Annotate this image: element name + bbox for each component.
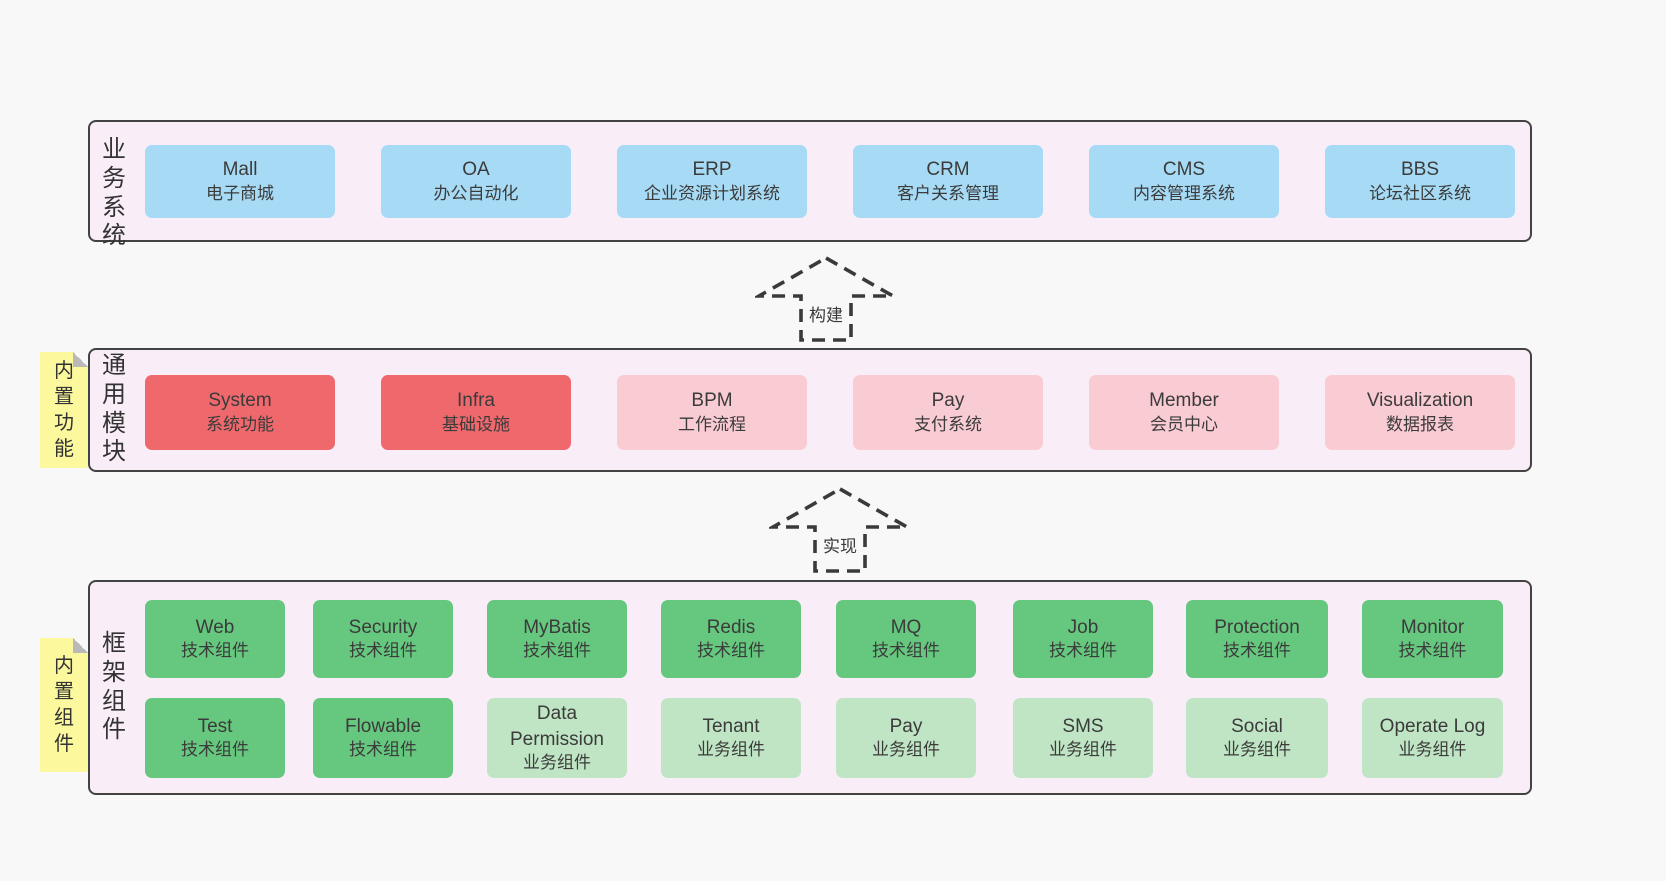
box-title: Social [1231,715,1283,737]
box-subtitle: 电子商城 [206,183,274,203]
folded-corner-icon [73,352,88,367]
box-subtitle: 业务组件 [872,740,940,760]
box-pay-component: Pay 业务组件 [836,698,976,778]
box-title: Pay [889,715,923,737]
box-mybatis: MyBatis 技术组件 [487,600,627,678]
box-subtitle: 论坛社区系统 [1369,183,1471,203]
box-oa: OA 办公自动化 [381,145,571,218]
box-subtitle: 业务组件 [1049,740,1117,760]
box-subtitle: 办公自动化 [433,183,519,203]
box-bpm: BPM 工作流程 [617,375,807,450]
arrow-build: 构建 [755,254,897,344]
box-redis: Redis 技术组件 [661,600,801,678]
box-title: Monitor [1400,616,1465,638]
box-subtitle: 系统功能 [206,414,274,434]
box-title: CRM [926,159,970,181]
box-title: Protection [1214,616,1300,638]
box-subtitle: 工作流程 [678,414,746,434]
box-title: SMS [1062,715,1104,737]
folded-corner-icon [73,638,88,653]
box-job: Job 技术组件 [1013,600,1153,678]
box-title: MQ [890,616,922,638]
box-title: Web [195,616,235,638]
box-subtitle: 内容管理系统 [1133,183,1235,203]
box-subtitle: 技术组件 [872,641,940,661]
box-bbs: BBS 论坛社区系统 [1325,145,1515,218]
box-mall: Mall 电子商城 [145,145,335,218]
sticky-note-label: 内置功能 [54,360,74,460]
box-subtitle: 技术组件 [349,740,417,760]
box-protection: Protection 技术组件 [1186,600,1328,678]
box-title: BBS [1400,159,1440,181]
box-title: System [208,390,272,412]
box-subtitle: 业务组件 [523,753,591,773]
sticky-note-built-in-components: 内置组件 [40,638,88,772]
box-subtitle: 技术组件 [181,740,249,760]
box-title: Pay [931,390,965,412]
box-subtitle: 业务组件 [697,740,765,760]
box-infra: Infra 基础设施 [381,375,571,450]
box-title: MyBatis [523,616,591,638]
box-title: OA [462,159,490,181]
box-title: Member [1149,390,1219,412]
box-subtitle: 技术组件 [1398,641,1467,661]
band-business-systems-label: 业务系统 [102,136,126,250]
dashed-up-arrow-icon [769,486,911,573]
box-social: Social 业务组件 [1186,698,1328,778]
box-tenant: Tenant 业务组件 [661,698,801,778]
box-subtitle: 技术组件 [523,641,591,661]
arrow-build-label: 构建 [806,300,846,327]
box-test: Test 技术组件 [145,698,285,778]
box-visualization: Visualization 数据报表 [1325,375,1515,450]
box-crm: CRM 客户关系管理 [853,145,1043,218]
box-security: Security 技术组件 [313,600,453,678]
box-flowable: Flowable 技术组件 [313,698,453,778]
band-common-modules-label: 通用模块 [102,352,126,466]
box-subtitle: 技术组件 [349,641,417,661]
box-subtitle: 支付系统 [914,414,982,434]
box-title: Tenant [702,715,760,737]
box-title: Mall [222,159,258,181]
dashed-up-arrow-icon [755,255,897,342]
box-title: Data Permission [510,702,604,750]
box-subtitle: 企业资源计划系统 [644,183,780,203]
box-title: CMS [1162,159,1206,181]
box-erp: ERP 企业资源计划系统 [617,145,807,218]
box-title: Infra [456,390,496,412]
box-member: Member 会员中心 [1089,375,1279,450]
box-title: ERP [692,159,732,181]
box-operate-log: Operate Log 业务组件 [1362,698,1503,778]
sticky-note-label: 内置组件 [54,655,74,755]
box-system: System 系统功能 [145,375,335,450]
box-title: Redis [706,616,756,638]
box-subtitle: 客户关系管理 [897,183,999,203]
box-subtitle: 技术组件 [1223,641,1291,661]
box-sms: SMS 业务组件 [1013,698,1153,778]
box-title: Flowable [344,715,422,737]
box-subtitle: 基础设施 [442,414,510,434]
box-subtitle: 会员中心 [1150,414,1218,434]
box-title: Visualization [1366,390,1474,412]
box-subtitle: 数据报表 [1386,414,1454,434]
box-web: Web 技术组件 [145,600,285,678]
box-title: Job [1067,616,1099,638]
box-title: Test [197,715,233,737]
box-data-permission: Data Permission 业务组件 [487,698,627,778]
box-subtitle: 业务组件 [1223,740,1291,760]
box-title: Operate Log [1379,715,1486,737]
box-monitor: Monitor 技术组件 [1362,600,1503,678]
band-framework-components-label: 框架组件 [102,630,126,744]
box-mq: MQ 技术组件 [836,600,976,678]
box-title: Security [348,616,418,638]
box-subtitle: 业务组件 [1398,740,1467,760]
box-cms: CMS 内容管理系统 [1089,145,1279,218]
sticky-note-built-in-features: 内置功能 [40,352,88,468]
arrow-implement-label: 实现 [820,531,860,558]
box-subtitle: 技术组件 [697,641,765,661]
box-subtitle: 技术组件 [1049,641,1117,661]
box-pay-module: Pay 支付系统 [853,375,1043,450]
box-title: BPM [691,390,733,412]
box-subtitle: 技术组件 [181,641,249,661]
arrow-implement: 实现 [769,485,911,575]
